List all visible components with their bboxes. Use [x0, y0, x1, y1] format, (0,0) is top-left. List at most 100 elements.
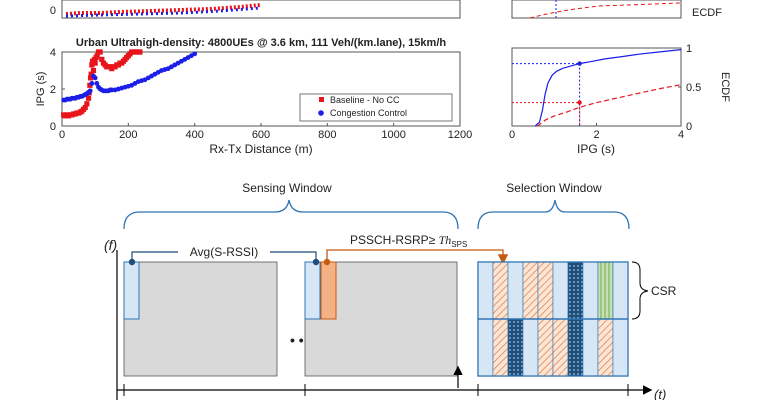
- selection-grid-cells: [477, 261, 629, 377]
- ecdf-marker: [577, 61, 582, 66]
- scatter-xtick-label: 0: [59, 129, 65, 141]
- grid-cell: [507, 261, 524, 320]
- scatter-xtick-label: 400: [185, 129, 203, 141]
- pssch-label-bg: [345, 232, 495, 247]
- grid-cell: [507, 318, 524, 377]
- grid-cell: [552, 261, 569, 320]
- baseline-point: [92, 60, 98, 66]
- scatter-title: Urban Ultrahigh-density: 4800UEs @ 3.6 k…: [76, 37, 446, 49]
- grid-cell: [582, 318, 599, 377]
- scatter-points: [61, 49, 198, 119]
- ecdf-xlabel: IPG (s): [577, 142, 615, 156]
- ecdf-xtick-label: 0: [509, 129, 515, 141]
- legend-label-baseline: Baseline - No CC: [330, 95, 400, 105]
- scatter-ytick-label: 4: [50, 47, 56, 59]
- sensing-window-label: Sensing Window: [242, 181, 332, 195]
- csr-label: CSR: [651, 284, 677, 298]
- baseline-point: [137, 49, 143, 55]
- scatter-legend: Baseline - No CC Congestion Control: [299, 93, 453, 122]
- ecdf-ytick-label: 1: [686, 43, 692, 55]
- cc-point: [92, 75, 98, 81]
- scatter-xtick-label: 600: [252, 129, 270, 141]
- scatter-x-ticks: 0 200 400 600 800 1000 1200: [59, 123, 472, 141]
- scatter-ytick-label: 2: [50, 84, 56, 96]
- baseline-point: [82, 104, 88, 111]
- sps-window-diagram: Sensing Window Selection Window (f) • • …: [104, 181, 677, 400]
- baseline-point: [88, 71, 94, 77]
- grid-cell: [612, 318, 629, 377]
- grid-cell: [597, 318, 614, 377]
- selection-window-label: Selection Window: [506, 181, 602, 195]
- ecdf-x-ticks: 0 2 4: [509, 123, 684, 141]
- baseline-point: [90, 67, 97, 74]
- sensing-block-1: [123, 261, 278, 377]
- scatter-y-ticks: 024: [50, 47, 65, 133]
- baseline-point: [87, 75, 94, 81]
- cc-point: [89, 81, 95, 86]
- legend-marker-cc: [318, 110, 324, 116]
- pssch-arrow: [326, 249, 509, 265]
- baseline-point: [89, 62, 95, 68]
- selection-window-grid: [477, 261, 629, 377]
- grid-cell: [492, 261, 509, 320]
- sensing-pssch-subchannel: [320, 261, 337, 320]
- partial-ecdf-ylabel: ECDF: [692, 7, 722, 19]
- scatter-ylabel: IPG (s): [35, 72, 47, 107]
- scatter-xtick-label: 1000: [381, 129, 405, 141]
- grid-cell: [477, 261, 494, 320]
- partial-top-left-plot: 0: [50, 0, 461, 19]
- partial-top-baseline-trace: [65, 3, 261, 16]
- grid-cell: [537, 318, 554, 377]
- selection-window-outline: [477, 261, 629, 377]
- scatter-xlabel: Rx-Tx Distance (m): [209, 142, 312, 156]
- ecdf-ytick-label: 0: [686, 121, 692, 133]
- partial-top-cc-trace: [65, 6, 261, 18]
- cc-point: [87, 88, 93, 94]
- partial-top-left-ytick: 0: [50, 5, 56, 17]
- partial-top-right-axes: [511, 0, 682, 19]
- grid-cell: [522, 318, 539, 377]
- pssch-label-text: PSSCH-RSRP≥: [350, 233, 439, 247]
- baseline-point: [94, 53, 100, 59]
- avg-label-bg: [178, 243, 270, 259]
- partial-top-right-plot: ECDF: [511, 0, 722, 19]
- pssch-label: PSSCH-RSRP≥ ThSPS: [350, 233, 467, 249]
- grid-cell: [552, 318, 569, 377]
- sensing-subchannel-2: [304, 261, 321, 320]
- pssch-threshold-symbol: Th: [439, 233, 452, 247]
- cc-point: [94, 81, 100, 86]
- csr-brace: [631, 261, 649, 320]
- ecdf-xtick-label: 2: [593, 129, 599, 141]
- ecdf-guides: [512, 63, 581, 126]
- grid-cell: [567, 318, 584, 377]
- ecdf-marker: [577, 100, 582, 105]
- grid-cell: [567, 261, 584, 320]
- grid-cell: [537, 261, 554, 320]
- scatter-xtick-label: 1200: [448, 129, 472, 141]
- partial-ecdf-red-curve: [529, 2, 681, 19]
- ecdf-y-ticks: 00.51: [678, 43, 701, 133]
- baseline-point: [99, 56, 105, 62]
- grid-cell: [492, 318, 509, 377]
- ecdf-xtick-label: 4: [678, 129, 684, 141]
- legend-marker-baseline: [319, 97, 324, 102]
- baseline-point: [97, 49, 103, 55]
- cc-point: [192, 51, 198, 57]
- grid-cell: [477, 318, 494, 377]
- ecdf-axes-frame: [511, 47, 682, 127]
- time-axis-label: (t): [654, 387, 666, 400]
- ecdf-line-cc: [534, 49, 682, 127]
- baseline-point: [87, 82, 93, 88]
- scatter-xtick-label: 200: [119, 129, 137, 141]
- grid-cell: [582, 261, 599, 320]
- scatter-xtick-label: 800: [318, 129, 336, 141]
- selection-window-brace: [477, 199, 630, 230]
- sensing-subchannel-1: [123, 261, 140, 320]
- baseline-point: [84, 101, 90, 107]
- scatter-legend-box: [299, 93, 453, 122]
- grid-cell: [522, 261, 539, 320]
- ipg-vs-distance-scatter: Urban Ultrahigh-density: 4800UEs @ 3.6 k…: [35, 37, 472, 156]
